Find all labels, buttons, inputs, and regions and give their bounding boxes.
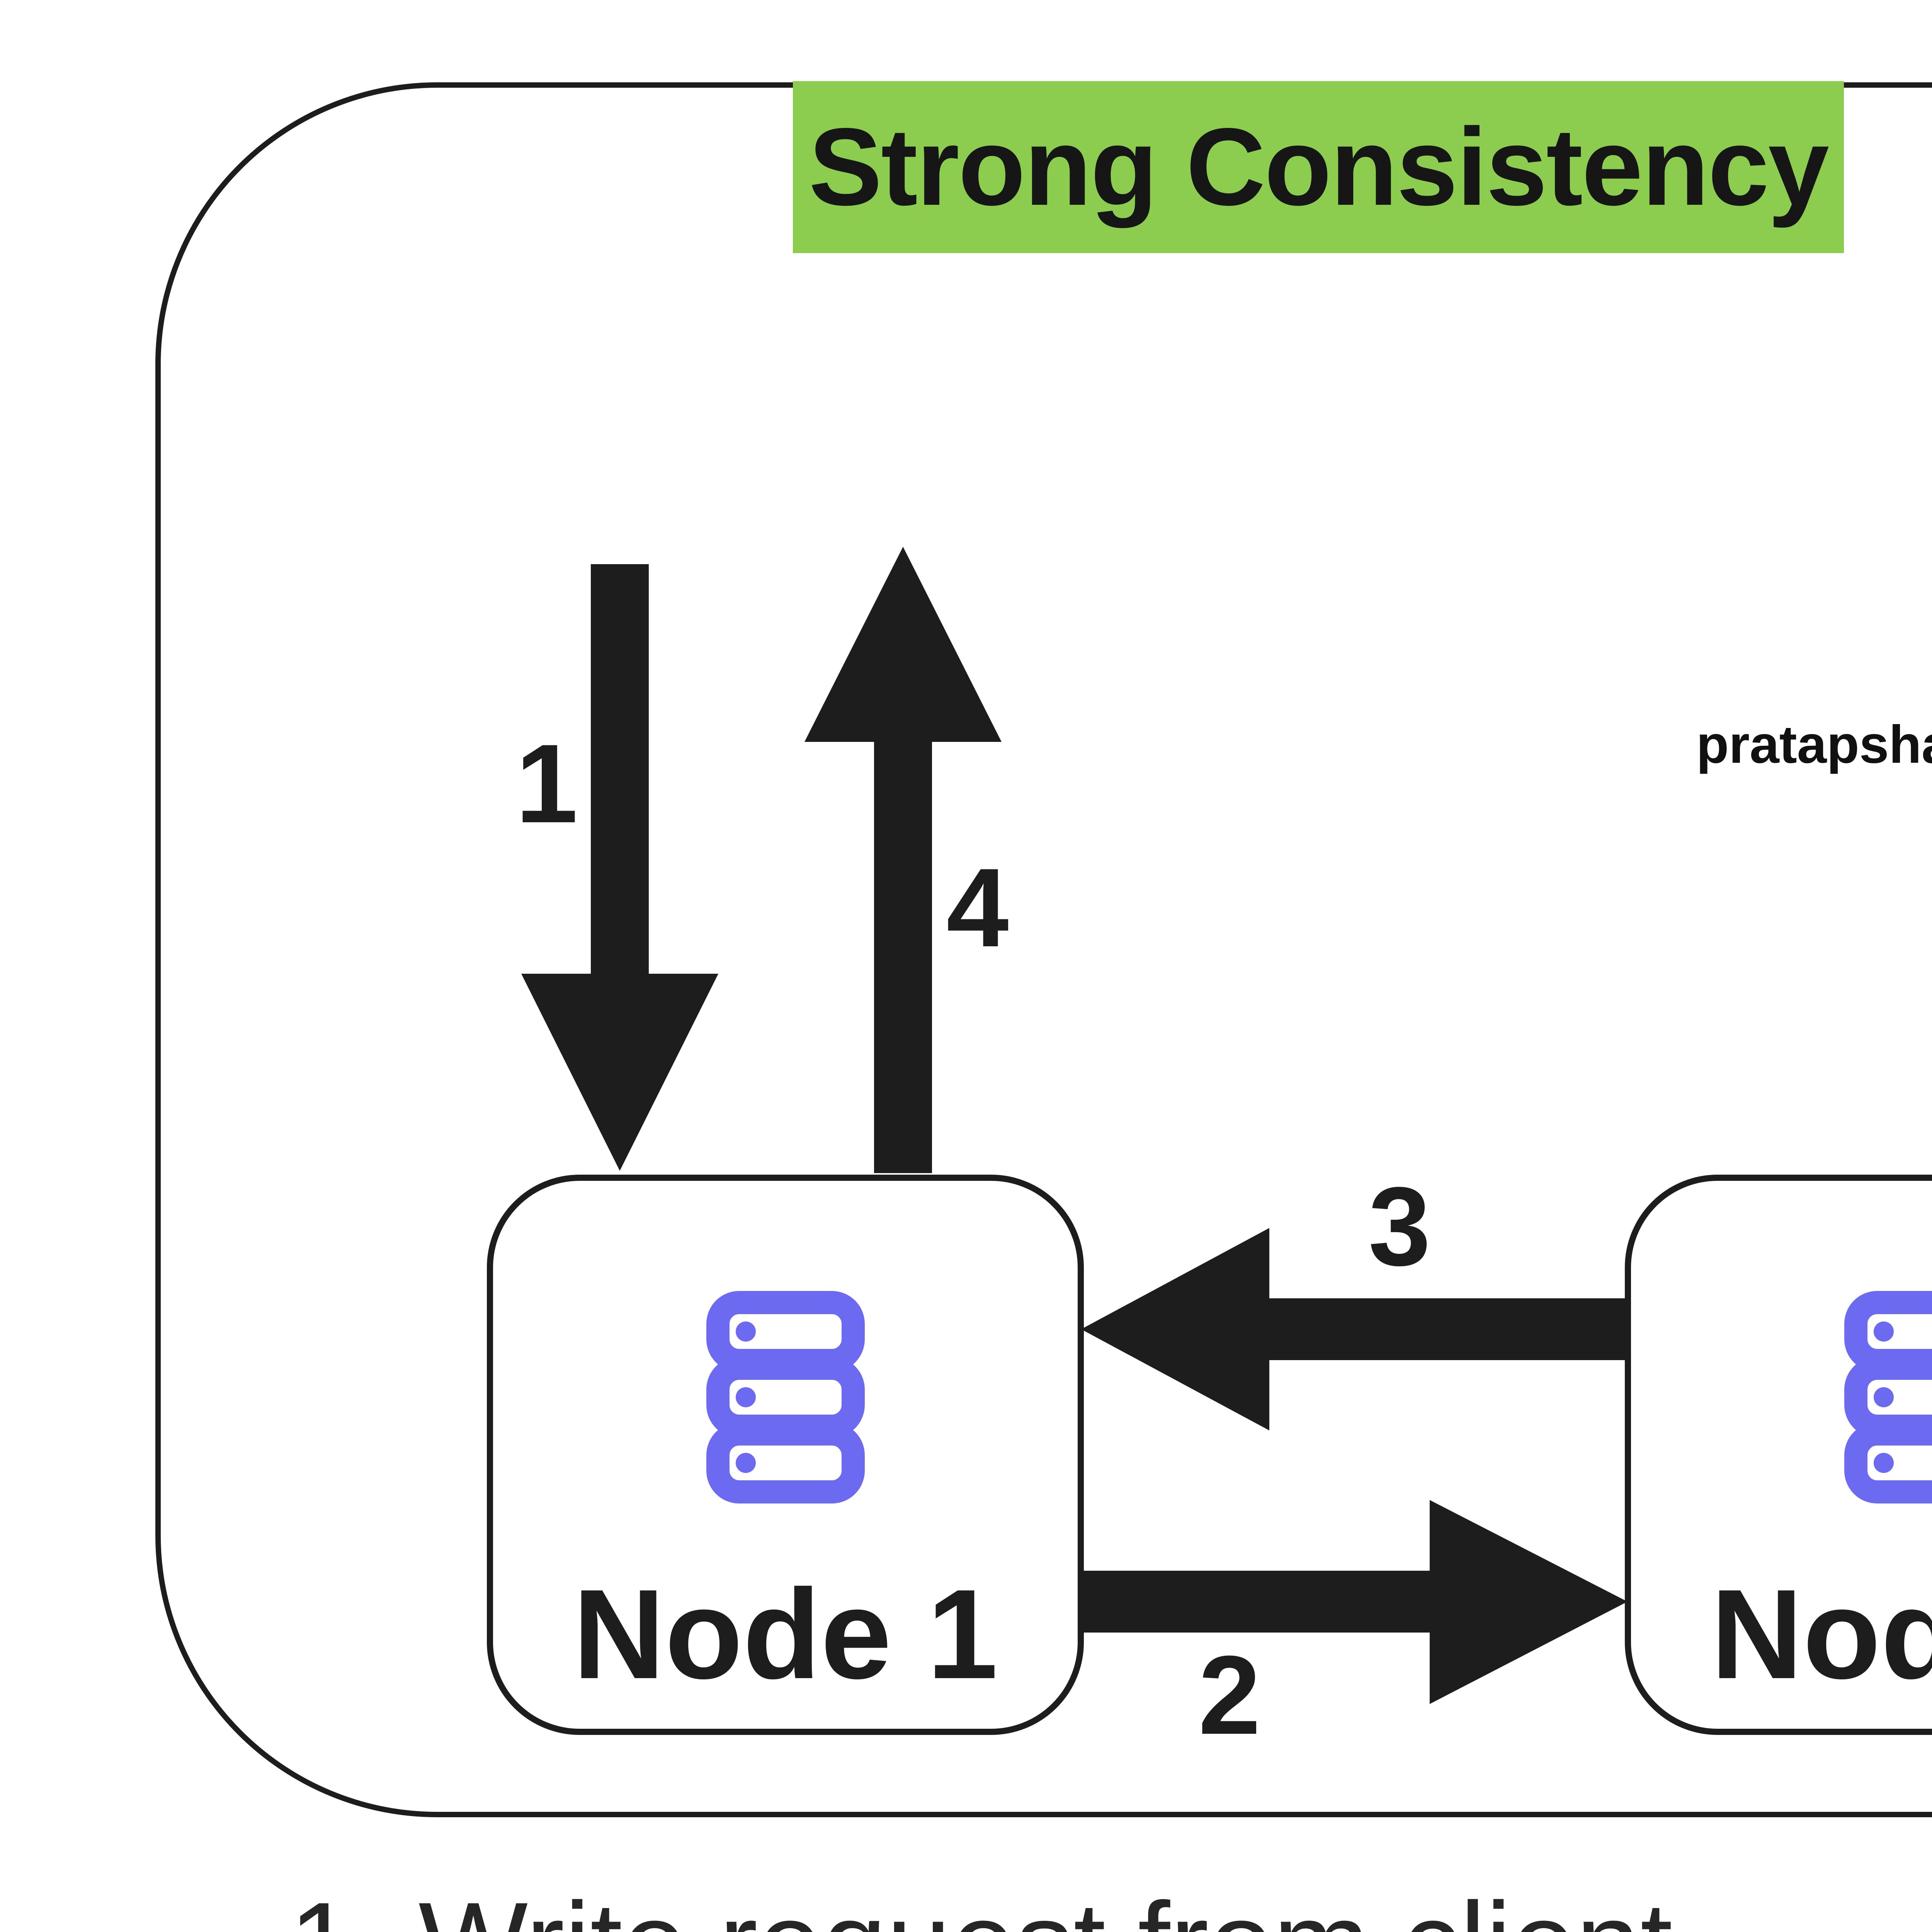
title-highlight: Strong Consistency bbox=[793, 81, 1844, 253]
node-1-label: Node 1 bbox=[573, 1563, 998, 1705]
steps-list: 1. Write request from client. 2. Write r… bbox=[289, 1861, 1932, 1932]
step-number: 1. bbox=[289, 1861, 418, 1932]
arrow-3-left-icon bbox=[1081, 1228, 1628, 1430]
arrow-4-up-icon bbox=[804, 547, 1002, 1173]
arrow-2-label: 2 bbox=[1198, 1633, 1260, 1758]
arrow-3-label: 3 bbox=[1368, 1164, 1430, 1289]
arrow-1-down-icon bbox=[521, 564, 718, 1171]
arrow-1-label: 1 bbox=[515, 721, 578, 846]
server-stack-icon bbox=[1844, 1291, 1932, 1503]
arrow-4-label: 4 bbox=[946, 845, 1009, 970]
watermark-text: pratapsharma.io bbox=[1696, 715, 1932, 774]
node-2-label: Node 2 bbox=[1711, 1563, 1932, 1705]
node-1-box: Node 1 bbox=[487, 1175, 1084, 1735]
step-text: Write request from client. bbox=[418, 1861, 1932, 1932]
page-title: Strong Consistency bbox=[808, 105, 1829, 228]
list-item-1: 1. Write request from client. bbox=[289, 1861, 1932, 1932]
arrow-2-right-icon bbox=[1081, 1500, 1628, 1704]
server-stack-icon bbox=[706, 1291, 865, 1503]
node-2-box: Node 2 bbox=[1625, 1175, 1932, 1735]
